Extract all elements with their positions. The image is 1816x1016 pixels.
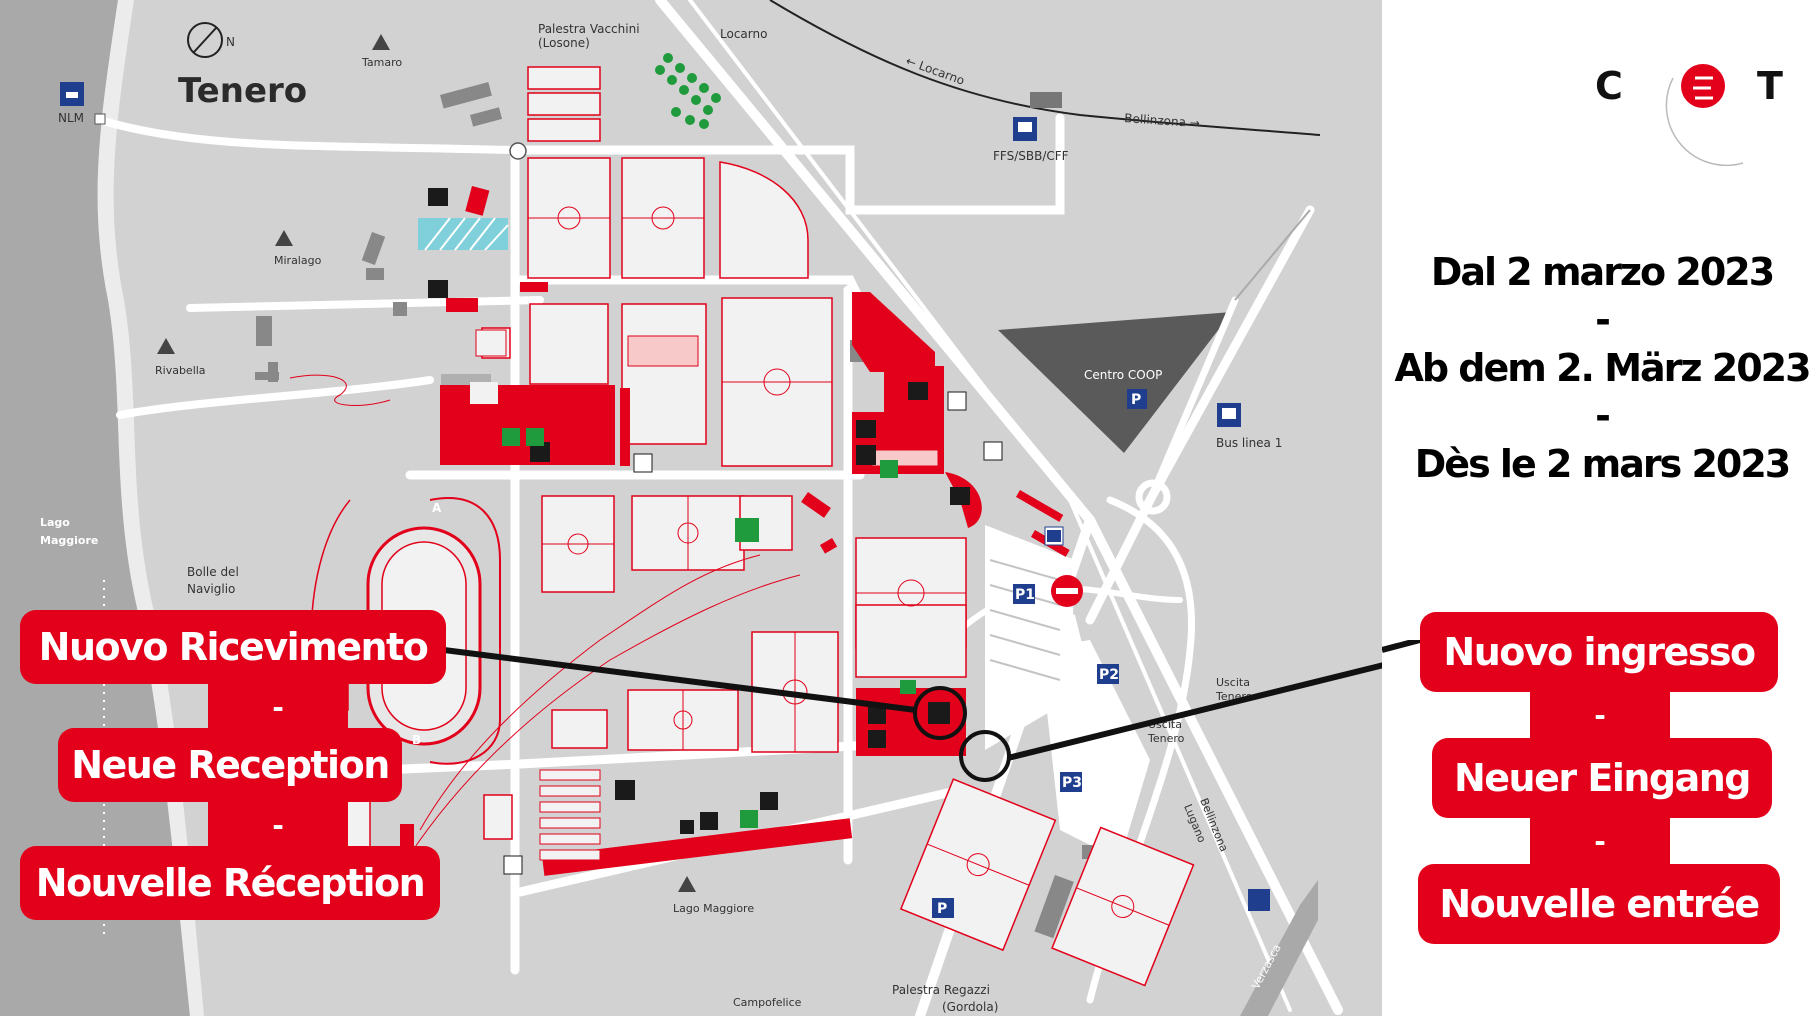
restroom-icon [868,730,886,748]
date-separator: - [1595,298,1611,342]
bicycle-parking-icon [1047,530,1061,542]
left-callout-separator: - [208,800,348,850]
svg-text:Tamaro: Tamaro [361,56,402,69]
defibrillator-icon [740,810,758,828]
logo-mark-icon [1665,64,1744,167]
svg-text:Bellinzona →: Bellinzona → [1124,111,1200,130]
logo-letter-t: T [1757,64,1783,108]
svg-text:NLM: NLM [58,111,84,125]
svg-text:← Locarno: ← Locarno [904,54,966,88]
parking-p1-icon [1013,584,1035,604]
miralago-marker-icon [275,230,293,246]
date-french: Dès le 2 mars 2023 [1414,442,1791,486]
right-callout-separator: - [1530,690,1670,740]
restroom-icon [700,812,718,830]
rivabella-marker-icon [157,338,175,354]
hotel-icon [950,487,970,505]
callout-nouvelle-reception: Nouvelle Réception [20,846,440,920]
cst-logo: C T [1595,58,1795,168]
info-icon [760,792,778,810]
svg-text:Miralago: Miralago [274,254,322,267]
reception-pointer-line [443,647,917,713]
callout-nuovo-ricevimento: Nuovo Ricevimento [20,610,446,684]
right-callout-separator: - [1530,816,1670,866]
railway [769,0,1321,136]
svg-text:FFS/SBB/CFF: FFS/SBB/CFF [993,149,1069,163]
restroom-icon [856,445,876,465]
defibrillator-icon [900,680,916,694]
svg-text:(Losone): (Losone) [538,36,590,50]
pointer-connector [1382,640,1421,653]
info-icon [928,702,950,724]
reception-highlight-circle [913,686,967,740]
svg-text:Lago Maggiore: Lago Maggiore [673,902,754,915]
north-compass-icon [187,22,223,58]
lago-maggiore-marker-icon [678,876,696,892]
svg-text:Palestra Regazzi: Palestra Regazzi [892,983,990,997]
campsite-icon [615,780,635,800]
motorway-icon [1248,889,1270,911]
parking-p3-icon [1060,772,1082,792]
svg-text:Bus linea 1: Bus linea 1 [1216,436,1282,450]
centro-coop-building [998,312,1232,453]
callout-neue-reception: Neue Reception [58,728,402,802]
svg-text:Locarno: Locarno [720,27,767,41]
tamaro-marker-icon [372,34,390,50]
north-label: N [226,35,235,49]
roundabout [1135,479,1171,515]
date-announcement: Dal 2 marzo 2023 - Ab dem 2. März 2023 -… [1390,248,1814,488]
svg-text:P1: P1 [1015,587,1035,603]
svg-text:P: P [1131,392,1141,408]
svg-text:B: B [412,733,421,747]
svg-text:Tenero: Tenero [1147,732,1185,745]
hotel-icon [428,188,448,206]
svg-text:A: A [432,501,442,515]
hotel-icon [908,382,928,400]
defibrillator-icon [526,428,544,446]
callout-nouvelle-entree: Nouvelle entrée [1418,864,1780,944]
recycling-icon [503,855,523,875]
site-map[interactable]: N Tenero Palestra Vacchini (Losone) Loca… [0,0,1382,1016]
date-separator: - [1595,394,1611,438]
svg-text:Lago: Lago [40,516,70,529]
svg-text:Palestra Vacchini: Palestra Vacchini [538,22,640,36]
svg-text:(Gordola): (Gordola) [942,1000,998,1014]
date-italian: Dal 2 marzo 2023 [1430,250,1775,294]
svg-text:Uscita: Uscita [1216,676,1250,689]
svg-text:P2: P2 [1099,667,1119,683]
defibrillator-icon [880,460,898,478]
callout-nuovo-ingresso: Nuovo ingresso [1420,612,1778,692]
svg-text:Bolle del: Bolle del [187,565,239,579]
svg-text:Rivabella: Rivabella [155,364,206,377]
cafe-icon [856,420,876,438]
svg-text:Campofelice: Campofelice [733,996,802,1009]
recycling-icon [633,453,653,473]
restroom-icon [868,706,886,724]
parking-p-icon [932,898,954,918]
svg-text:P: P [937,901,947,917]
callout-neuer-eingang: Neuer Eingang [1432,738,1772,818]
hotel-icon [428,280,448,298]
assembly-point-icon [735,518,759,542]
locker-icon [680,820,694,834]
svg-text:Centro COOP: Centro COOP [1084,368,1162,382]
parking-coop-icon [1127,389,1147,409]
logo-letter-c: C [1595,64,1623,108]
map-title: Tenero [178,71,307,111]
svg-text:Maggiore: Maggiore [40,534,98,547]
entrance-pointer-line [1007,662,1382,761]
bike-icon [947,391,967,411]
date-german: Ab dem 2. März 2023 [1394,346,1811,390]
left-callout-separator: - [208,682,348,732]
parking-p2-icon [1097,664,1119,684]
svg-text:Naviglio: Naviglio [187,582,235,596]
first-aid-icon [502,428,520,446]
svg-text:P3: P3 [1062,775,1082,791]
recycling-icon [983,441,1003,461]
restroom-icon [530,442,550,462]
